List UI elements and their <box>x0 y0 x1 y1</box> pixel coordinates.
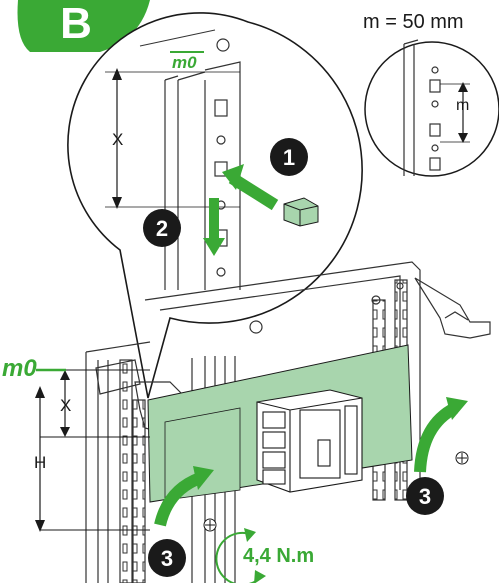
main-x-label: X <box>60 396 71 415</box>
main-h-label: H <box>34 453 46 472</box>
step-badge-3-left: 3 <box>148 539 186 577</box>
screw-icon <box>203 451 469 532</box>
detail-m0-label: m0 <box>172 53 197 72</box>
circuit-breaker <box>256 389 363 493</box>
section-badge-label: B <box>60 0 92 48</box>
rotation-arrow-right <box>414 397 468 473</box>
rail-detail-callout: X m0 <box>67 12 363 399</box>
step-3-left-label: 3 <box>161 546 173 571</box>
step-3-right-label: 3 <box>419 484 431 509</box>
step-1-label: 1 <box>283 145 295 170</box>
detail-x-label: X <box>112 130 123 149</box>
step-2-label: 2 <box>156 216 168 241</box>
spacing-note: m = 50 mm <box>363 11 464 33</box>
detail-m-label: m <box>456 97 469 114</box>
main-dimensions <box>35 369 150 532</box>
torque-callout: 4,4 N.m <box>215 528 314 583</box>
pitch-detail-callout: m <box>364 39 499 177</box>
section-badge: B <box>17 0 150 52</box>
step-badge-1: 1 <box>270 138 308 176</box>
step-badge-2: 2 <box>143 209 181 247</box>
torque-label: 4,4 N.m <box>243 545 314 567</box>
rotation-arrow-left <box>154 466 214 527</box>
main-m0-label: m0 <box>2 355 37 382</box>
step-badge-3-right: 3 <box>406 477 444 515</box>
